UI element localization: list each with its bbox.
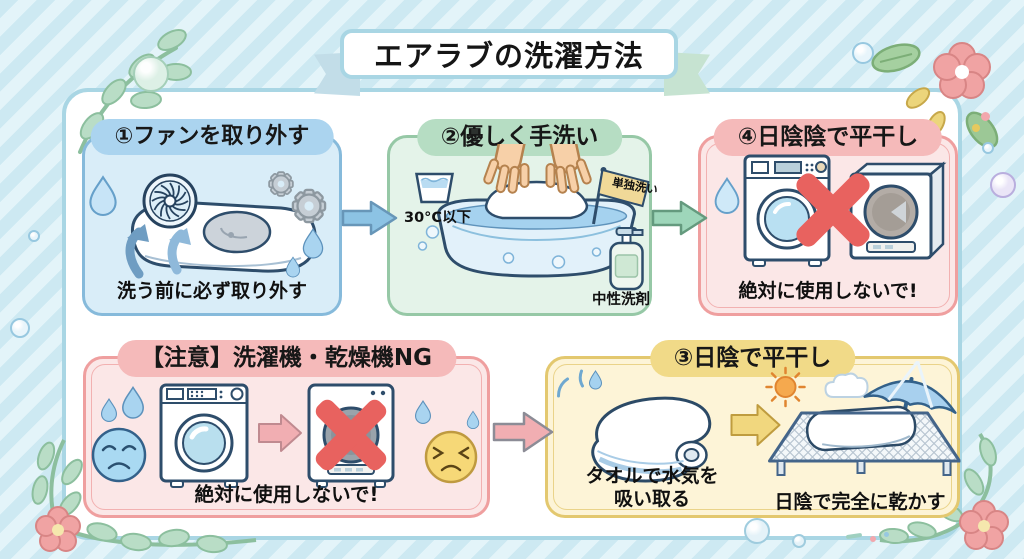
hand-icon	[545, 144, 592, 194]
water-drop-icon	[100, 385, 144, 422]
arrow-right-icon	[730, 404, 780, 446]
dot-decoration	[870, 536, 876, 542]
water-drop-icon	[285, 227, 324, 278]
washing-machine-icon	[159, 383, 248, 488]
warning-illustration	[91, 383, 479, 488]
dot-decoration	[972, 124, 980, 132]
fan-recess	[202, 210, 272, 254]
bubble-icon	[10, 318, 30, 338]
warning-header: 【注意】洗濯機・乾燥機NG	[116, 340, 457, 378]
washing-machine-icon	[743, 154, 831, 267]
arrow-right-icon	[651, 200, 708, 236]
x-mark-icon	[315, 399, 386, 471]
card-step3-shade-dry: ③日陰で平干し	[545, 340, 960, 518]
arrow-right-icon	[257, 414, 302, 452]
step1-header: ①ファンを取り外す	[90, 119, 334, 155]
step3-caption-dry: 日陰で完全に乾かす	[774, 491, 946, 513]
card-step1-remove-fan: ①ファンを取り外す	[82, 119, 342, 316]
splash-icon	[556, 369, 602, 398]
hand-icon	[482, 144, 529, 194]
water-drop-icon	[714, 177, 740, 214]
towel-icon	[590, 396, 711, 483]
x-mark-icon	[796, 173, 870, 247]
card-step4-no-machine: ④日陰陰で平干し	[698, 119, 958, 316]
remove-arrow-icon	[125, 224, 191, 279]
dot-decoration	[981, 112, 990, 121]
warning-caption: 絶対に使用しないで!	[194, 483, 379, 506]
step1-caption: 洗う前に必ず取り外す	[116, 280, 307, 302]
dryer-icon	[849, 161, 947, 260]
hand-wash-illustration	[414, 144, 649, 291]
card-warning-no-machines: 【注意】洗濯機・乾燥機NG	[83, 340, 490, 518]
water-temp-label: 30°C以下	[404, 210, 472, 226]
bubble-icon	[792, 534, 806, 548]
water-drop-icon	[89, 175, 117, 217]
fan-icon	[142, 173, 198, 229]
step4-header: ④日陰陰で平干し	[713, 119, 943, 157]
dot-decoration	[884, 532, 889, 537]
detergent-bottle-icon	[608, 227, 644, 291]
bubble-icon	[982, 142, 994, 154]
flower-icon	[959, 500, 1009, 550]
gear-icon	[291, 188, 327, 224]
annoyed-face-icon	[424, 430, 477, 484]
pillow-icon	[805, 405, 916, 452]
leaf-vine-icon	[31, 439, 257, 554]
bubble-icon	[744, 518, 770, 544]
water-drop-icon	[414, 400, 479, 430]
fan-removal-illustration	[89, 171, 327, 279]
flower-icon	[35, 506, 81, 552]
bubble-icon	[990, 172, 1016, 198]
sun-icon	[764, 366, 806, 408]
step3-header: ③日陰で平干し	[649, 340, 856, 378]
bubble-icon	[28, 230, 40, 242]
bubble-icon	[133, 56, 169, 92]
cloud-icon	[823, 372, 869, 398]
gear-icon	[268, 171, 294, 197]
step4-caption: 絶対に使用しないで!	[738, 280, 918, 302]
flag-icon	[591, 167, 649, 225]
page-title: エアラブの洗濯方法	[373, 39, 644, 73]
sad-face-icon	[91, 427, 146, 483]
step3-caption-towel: タオルで水気を 吸い取る	[585, 465, 719, 510]
step2-header: ②優しく手洗い	[416, 119, 623, 157]
card-step2-hand-wash: ②優しく手洗い	[387, 119, 659, 316]
dryer-icon	[307, 383, 394, 488]
washer-dryer-ng-illustration	[714, 154, 947, 267]
arrow-right-icon	[492, 411, 554, 453]
bubble-icon	[852, 42, 874, 64]
flower-icon	[871, 42, 999, 149]
shade-dry-illustration	[556, 361, 960, 483]
detergent-label: 中性洗剤	[592, 292, 650, 308]
water-cup-icon	[414, 172, 454, 204]
title-banner: エアラブの洗濯方法	[340, 29, 678, 79]
arrow-right-icon	[341, 200, 398, 236]
drying-rack-icon	[767, 405, 960, 476]
bubble-icon	[417, 225, 601, 269]
